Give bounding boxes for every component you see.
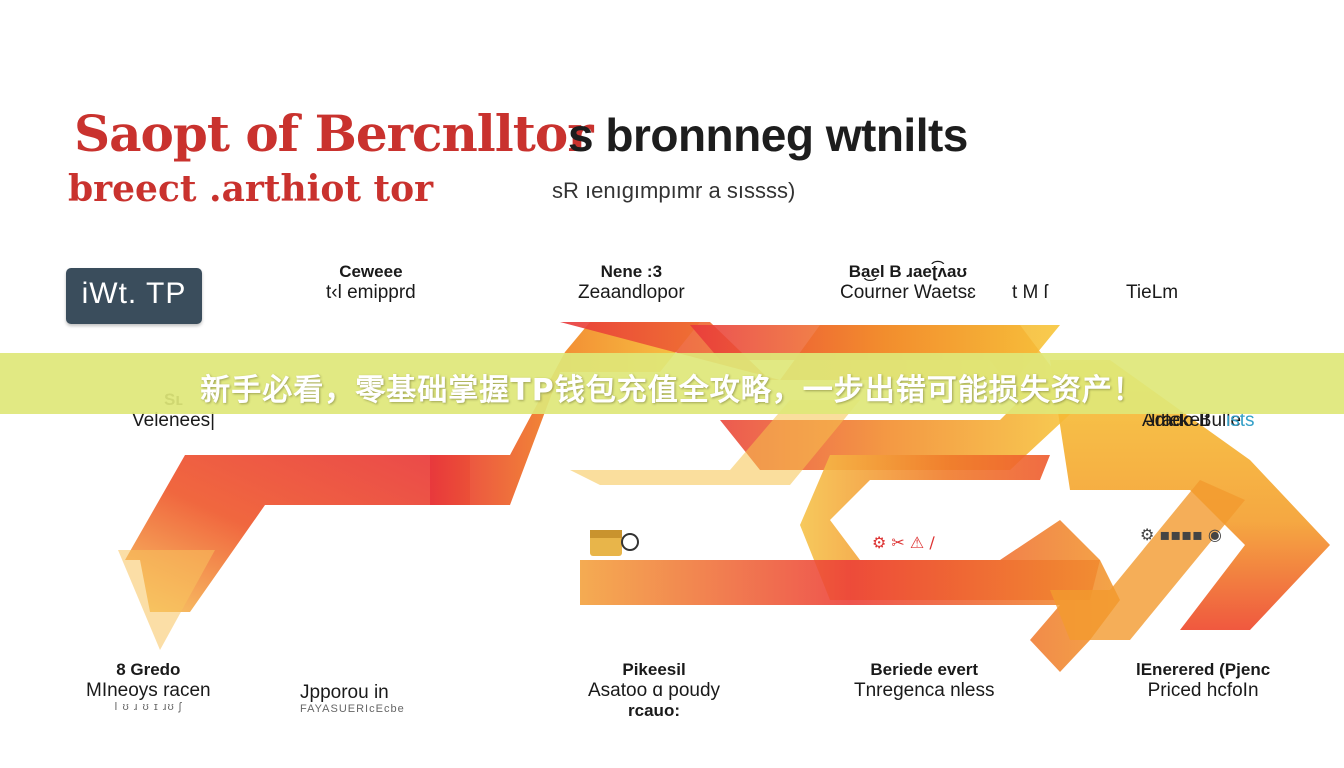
step-bottom-2-text: Jpporou in	[300, 681, 389, 703]
bottom-right-curve	[1050, 480, 1245, 640]
step-bottom-3-extra: rcauo:	[628, 701, 680, 721]
step-top-2-text: Zeaandlopor	[578, 281, 685, 303]
step-top-2-title: Nene :3	[600, 262, 663, 281]
step-mid-1-text: Velenees|	[132, 409, 216, 431]
step-bottom-3: Pikeesil Asatoo ɑ poudy rcauo:	[588, 660, 720, 721]
banner-text: 新手必看，零基础掌握TP钱包充值全攻略，一步出错可能损失资产！	[200, 373, 1144, 408]
step-top-3-title: Ba͜el B ɹaeʈ͡ʌaʊ	[848, 262, 968, 281]
step-bottom-3-text: Asatoo ɑ poudy	[588, 679, 721, 701]
step-bottom-2-note: FAYASUERIcEcbe	[300, 703, 405, 716]
step-top-5-title	[1126, 262, 1178, 282]
tools-icon-left: ⚙ ✂ ⚠ ∕	[872, 533, 935, 552]
step-top-4-text: t M ſ	[1012, 281, 1048, 303]
step-bottom-4: Beriede evert Tnregenca nless	[854, 660, 994, 701]
step-top-1-text: t‹l emipprd	[326, 281, 416, 303]
left-arrow-band	[125, 455, 470, 612]
subtitle-dark: sR ıenıgımpımr a sıssss)	[552, 178, 796, 203]
svg-text:⚙ ✂ ⚠ ∕: ⚙ ✂ ⚠ ∕	[872, 533, 935, 552]
tools-icon-right: ⚙ ▪▪▪▪ ◉	[1140, 525, 1222, 544]
step-mid-4: ists	[1226, 410, 1255, 432]
step-bottom-2: Jpporou in FAYASUERIcEcbe	[300, 662, 405, 716]
step-top-5-text: TieLm	[1126, 281, 1179, 303]
step-mid-2: Jrado Bulle	[1146, 390, 1241, 431]
step-top-2: Nene :3 Zeaandlopor	[578, 262, 685, 303]
step-mid-3-text: Adlekelt	[1142, 410, 1210, 431]
step-bottom-2-title	[300, 662, 405, 682]
svg-text:⚙ ▪▪▪▪ ◉: ⚙ ▪▪▪▪ ◉	[1140, 525, 1222, 544]
step-top-4-title	[1012, 262, 1048, 282]
chest-icon	[590, 530, 639, 556]
step-bottom-4-text: Tnregenca nless	[854, 679, 995, 701]
step-top-1-title: Ceweee	[339, 262, 403, 281]
step-bottom-5: lEnerered (Pjenc Priced hcfoIn	[1136, 660, 1270, 701]
step-bottom-1: 8 Gredo MIneoys racen ⅼ ʊ ɹ ʊ ɪ ɹʊ ʃ	[86, 660, 211, 714]
step-top-1: Ceweee t‹l emipprd	[326, 262, 416, 303]
step-mid-3: Adlekelt	[1142, 410, 1210, 432]
step-bottom-1-note: ⅼ ʊ ɹ ʊ ɪ ɹʊ ʃ	[114, 701, 183, 714]
subtitle-red: breect .arthiot tor	[68, 168, 434, 210]
step-bottom-5-title: lEnerered (Pjenc	[1136, 660, 1271, 679]
step-top-4: t M ſ	[1012, 262, 1048, 303]
step-mid-2-text: Jrado Bulle	[1146, 409, 1242, 431]
step-top-5: TieLm	[1126, 262, 1178, 303]
center-wave	[570, 400, 860, 485]
headline-red: Saopt of Bercnlltor	[74, 104, 594, 163]
headline-banner: 新手必看，零基础掌握TP钱包充值全攻略，一步出错可能损失资产！	[0, 353, 1344, 414]
right-arrow-band	[1050, 360, 1330, 630]
step-mid-4-text: ists	[1226, 410, 1255, 431]
left-arrow-head	[118, 550, 215, 650]
step-top-3-text: Courner Waetsɛ	[840, 281, 976, 303]
step-bottom-1-text: MIneoys racen	[86, 679, 211, 701]
tp-badge: iWt. TP	[66, 268, 202, 324]
step-top-3: Ba͜el B ɹaeʈ͡ʌaʊ Courner Waetsɛ	[840, 262, 976, 303]
step-bottom-1-title: 8 Gredo	[116, 660, 181, 679]
headline-dark: s bronnneg wtnilts	[568, 109, 968, 161]
step-bottom-5-text: Priced hcfoIn	[1147, 679, 1259, 701]
step-bottom-3-title: Pikeesil	[622, 660, 686, 679]
step-bottom-4-title: Beriede evert	[870, 660, 979, 679]
bottom-band	[580, 520, 1120, 672]
